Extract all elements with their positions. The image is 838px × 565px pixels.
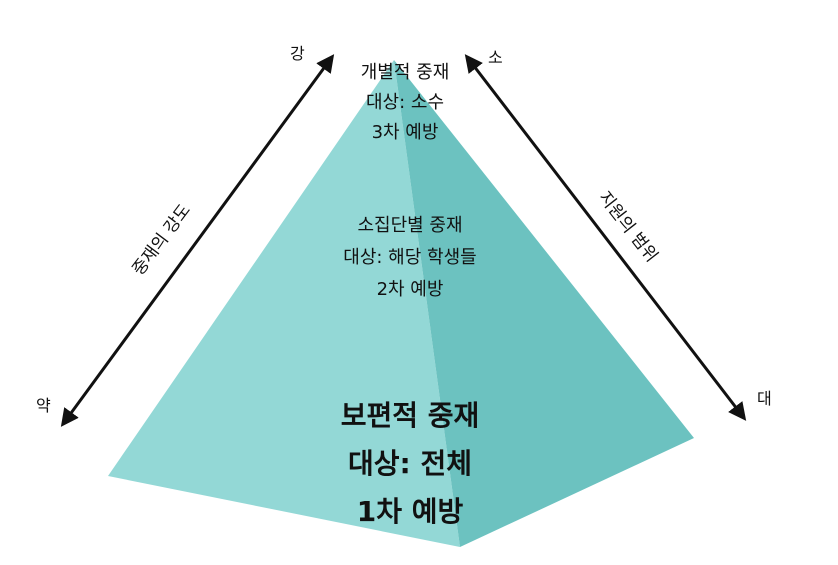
tier-bottom-line3: 1차 예방: [356, 495, 464, 528]
right-axis-bottom-end: 대: [757, 389, 772, 408]
left-axis-top-end: 강: [290, 44, 305, 63]
left-axis-bottom-end: 약: [36, 396, 51, 415]
left-axis-arrow: [60, 54, 335, 427]
tier-bottom-text: 보편적 중재 대상: 전체 1차 예방: [300, 392, 520, 536]
tier-top-text: 개별적 중재 대상: 소수 3차 예방: [330, 58, 480, 148]
tier-middle-line3: 2차 예방: [376, 279, 444, 300]
tier-top-line2: 대상: 소수: [365, 92, 445, 113]
tier-top-line1: 개별적 중재: [360, 62, 450, 83]
tier-bottom-line1: 보편적 중재: [340, 399, 480, 432]
tier-middle-text: 소집단별 중재 대상: 해당 학생들 2차 예방: [315, 210, 505, 306]
tier-bottom-line2: 대상: 전체: [348, 447, 472, 480]
tier-top-line3: 3차 예방: [371, 122, 439, 143]
tier-middle-line1: 소집단별 중재: [357, 215, 463, 236]
tier-middle-line2: 대상: 해당 학생들: [343, 247, 477, 268]
right-axis-top-end: 소: [488, 48, 503, 67]
right-axis-arrow: [464, 54, 747, 421]
